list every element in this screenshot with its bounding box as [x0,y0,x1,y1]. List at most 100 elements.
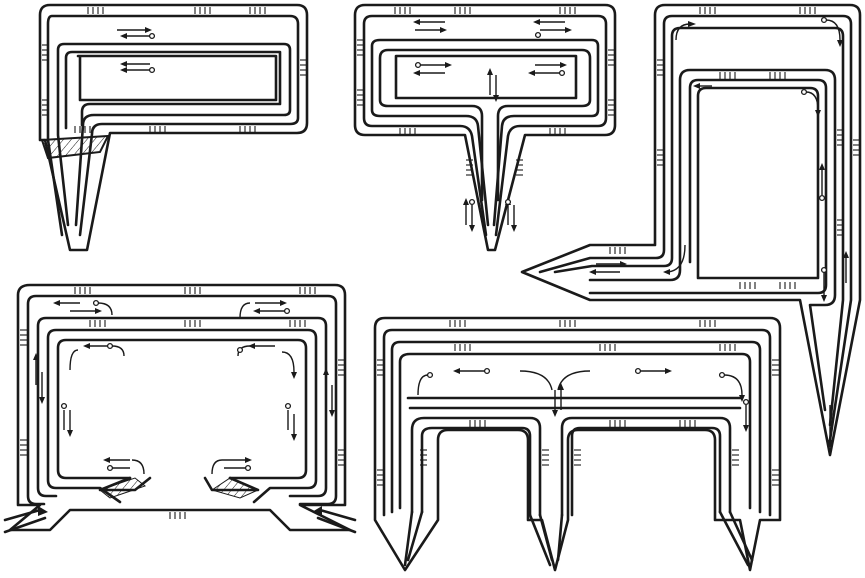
tick-cluster [599,344,616,351]
panel-c [520,3,862,457]
panel-c-inner-wall [696,86,820,280]
panel-b-inner-wall [378,48,592,202]
panel-d-inner-wall [56,338,308,480]
panel-d-channel-1 [26,294,338,506]
tick-cluster [377,469,384,486]
tick-cluster [399,128,416,135]
tick-cluster [466,159,473,176]
panel-e-inner-floor [406,396,744,410]
panel-b-channel-1 [362,14,608,237]
panel-a-inner-rim [76,54,278,102]
tick-cluster [239,126,256,133]
tick-cluster [249,7,266,14]
panel-c-outer-wall [520,3,862,457]
tick-cluster [549,128,566,135]
tick-cluster [20,329,27,346]
tick-cluster [699,320,716,327]
tick-cluster [719,72,736,79]
tick-cluster [837,219,844,236]
panel-b-channel-2 [370,38,600,227]
tick-cluster [657,59,664,76]
tick-cluster [469,420,486,427]
panel-a-channel-1 [46,14,300,237]
tick-cluster [657,149,664,166]
tick-cluster [449,320,466,327]
tick-cluster [184,320,201,327]
panel-e-frame-3 [390,340,762,514]
tick-cluster [357,39,364,56]
tick-cluster [732,449,739,466]
panel-a-outer-wall [38,3,309,252]
tick-cluster [299,287,316,294]
panel-e [373,316,782,572]
panel-b-outer-wall [353,3,617,252]
panel-e-arrows [417,367,750,432]
panel-b-inner-rim [394,54,578,100]
tick-cluster [609,420,626,427]
panel-c-channel-1 [538,14,853,442]
tick-cluster [516,159,523,176]
tick-cluster [338,359,345,376]
tick-cluster [719,344,736,351]
tick-cluster [609,247,626,254]
panel-e-leg-1-walls [410,416,542,517]
tick-cluster [799,7,816,14]
tick-cluster [357,89,364,106]
tick-cluster [542,449,549,466]
panel-a-channel-2 [56,42,292,227]
panel-a-hatched-junction [40,134,110,160]
tick-cluster [739,282,756,289]
tick-cluster [559,320,576,327]
tick-cluster [853,139,860,156]
tick-cluster [338,449,345,466]
tick-cluster [574,449,581,466]
tick-cluster [89,320,106,327]
tick-cluster [300,59,307,76]
tick-cluster [559,7,576,14]
panel-e-frame-2 [382,328,772,517]
tick-cluster [169,512,186,519]
tick-cluster [454,344,471,351]
panel-a [38,3,309,252]
tick-cluster [74,126,91,133]
tick-cluster [394,7,411,14]
tick-cluster [837,129,844,146]
panel-e-frame-4 [398,352,752,510]
panel-d-inlets [3,477,357,534]
panel-d-channel-2 [36,316,328,498]
panel-a-arrows [117,27,156,74]
tick-cluster [289,320,306,327]
panel-e-tips [403,510,754,567]
panel-e-leg-2-walls [560,416,732,517]
panel-a-inner-wall [64,50,282,130]
tick-cluster [42,99,49,116]
tick-cluster [769,72,786,79]
tick-cluster [87,7,104,14]
tick-cluster [454,7,471,14]
panel-c-channel-2 [553,26,845,427]
panel-c-channel-3 [588,68,837,412]
panel-c-channel-4 [588,78,828,295]
tick-cluster [779,282,796,289]
panel-b [353,3,617,252]
tick-cluster [194,7,211,14]
panel-e-outer-wall [373,316,782,572]
panel-c-arrows [589,16,849,448]
panel-d-channel-3 [46,328,318,504]
panel-d-outer-wall [8,283,352,532]
tick-cluster [608,99,615,116]
rib-tick-marks [20,7,860,519]
tick-cluster [20,439,27,456]
tick-cluster [74,287,91,294]
tick-cluster [679,420,696,427]
panel-d [3,283,357,534]
panel-b-arrows [413,19,572,232]
tick-cluster [699,7,716,14]
tick-cluster [772,469,779,486]
tick-cluster [377,359,384,376]
tick-cluster [772,359,779,376]
panel-d-arrows [33,299,335,475]
tick-cluster [608,49,615,66]
tick-cluster [149,126,166,133]
